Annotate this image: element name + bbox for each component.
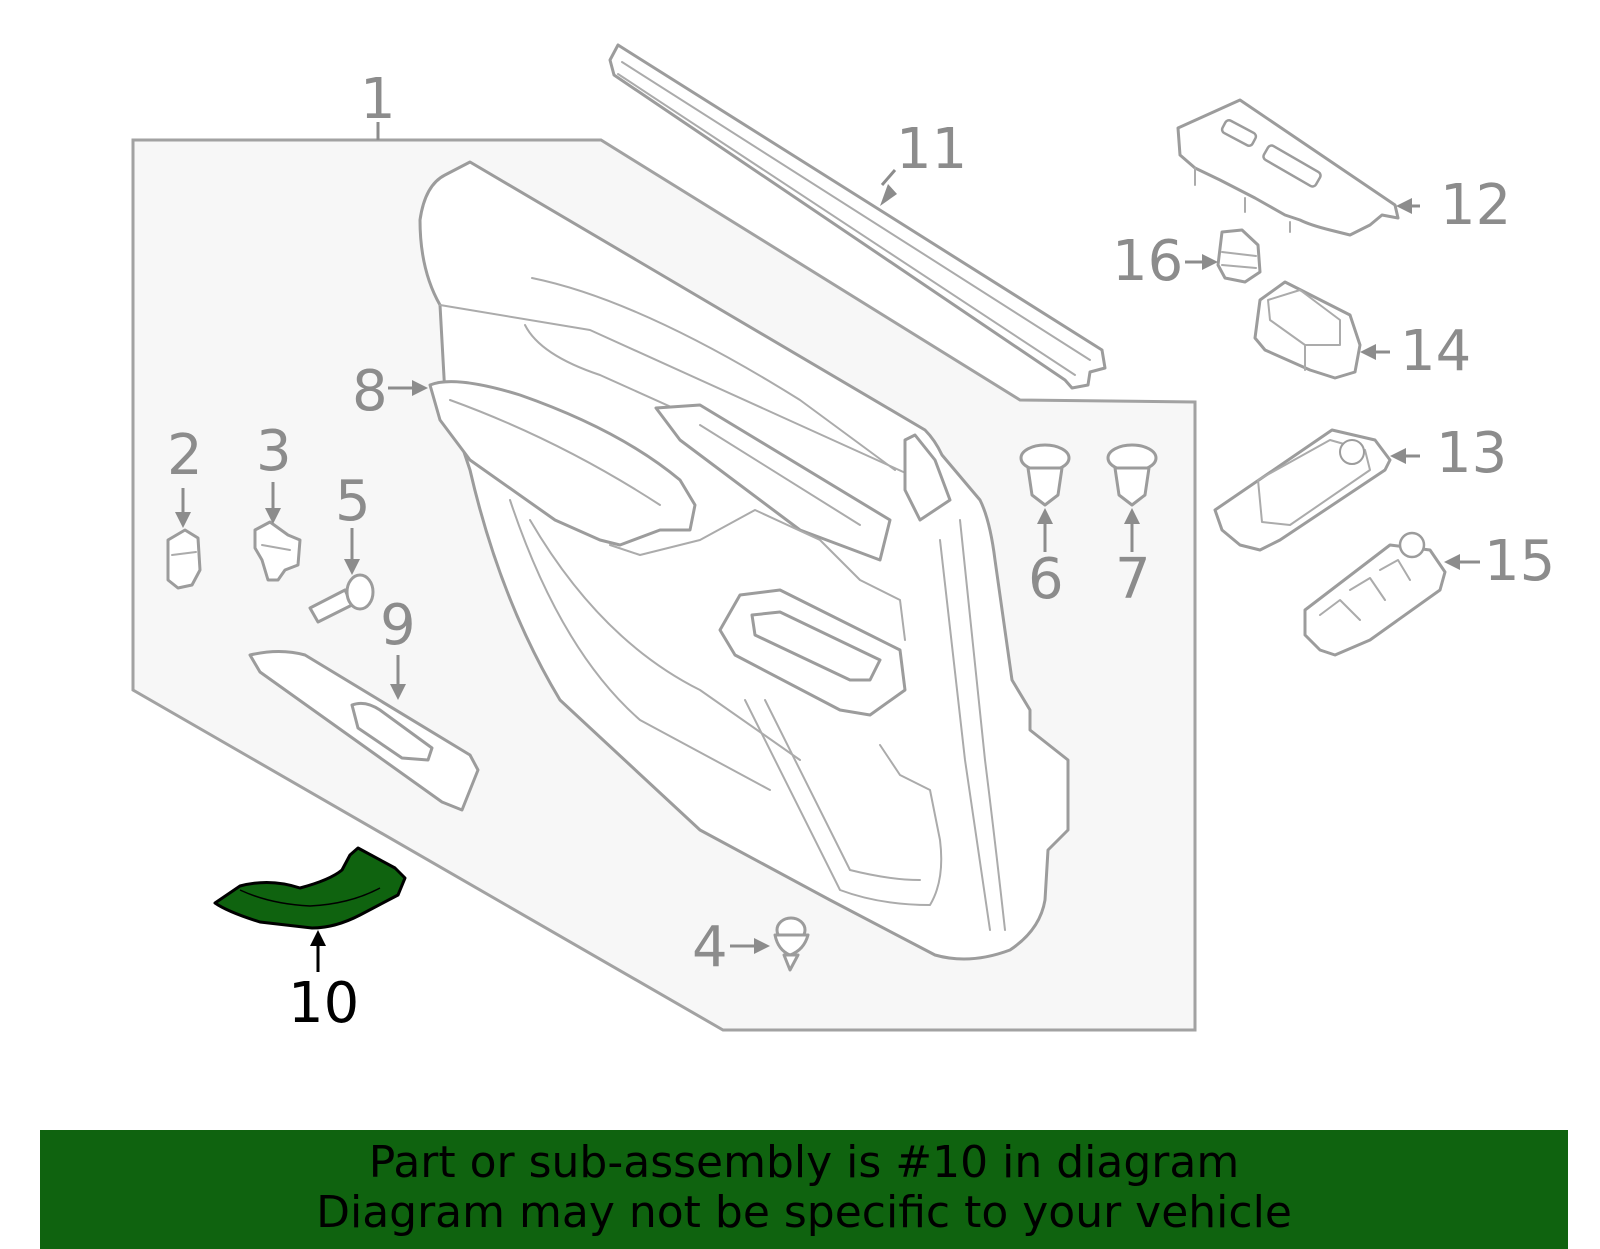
callout-3: 3 xyxy=(256,419,292,484)
info-banner: Part or sub-assembly is #10 in diagram D… xyxy=(40,1130,1568,1249)
callout-4: 4 xyxy=(692,915,728,980)
clip-3[interactable] xyxy=(253,520,302,582)
callout-12: 12 xyxy=(1440,173,1511,238)
screw-5[interactable] xyxy=(308,573,375,624)
callout-13: 13 xyxy=(1436,421,1507,486)
callout-15: 15 xyxy=(1484,529,1555,594)
callout-10: 10 xyxy=(288,971,359,1036)
small-switch-16[interactable] xyxy=(1216,228,1262,284)
clip-4[interactable] xyxy=(773,916,810,972)
clip-6[interactable] xyxy=(1019,443,1071,507)
window-switch-14[interactable] xyxy=(1253,280,1362,380)
callout-8: 8 xyxy=(352,359,388,424)
callout-2: 2 xyxy=(167,423,203,488)
door-trim-panel[interactable] xyxy=(418,160,1070,961)
switch-bezel-12[interactable] xyxy=(1176,98,1400,237)
belt-weatherstrip[interactable] xyxy=(608,43,1107,390)
callout-14: 14 xyxy=(1400,319,1471,384)
master-switch-15[interactable] xyxy=(1303,531,1447,657)
callout-9: 9 xyxy=(380,593,416,658)
banner-line-1: Part or sub-assembly is #10 in diagram xyxy=(368,1137,1240,1188)
callout-1: 1 xyxy=(360,67,396,132)
switch-panel-13[interactable] xyxy=(1213,428,1392,552)
clip-2[interactable] xyxy=(166,528,202,590)
banner-line-2: Diagram may not be specific to your vehi… xyxy=(316,1187,1292,1238)
leader-lines xyxy=(175,122,1480,972)
callout-6: 6 xyxy=(1028,547,1064,612)
handle-bezel-9[interactable] xyxy=(248,650,480,812)
clip-7[interactable] xyxy=(1106,443,1158,507)
callout-11: 11 xyxy=(896,117,967,182)
callout-5: 5 xyxy=(335,469,371,534)
callout-16: 16 xyxy=(1112,229,1183,294)
callout-7: 7 xyxy=(1115,547,1151,612)
part-10-highlighted[interactable] xyxy=(213,846,407,930)
